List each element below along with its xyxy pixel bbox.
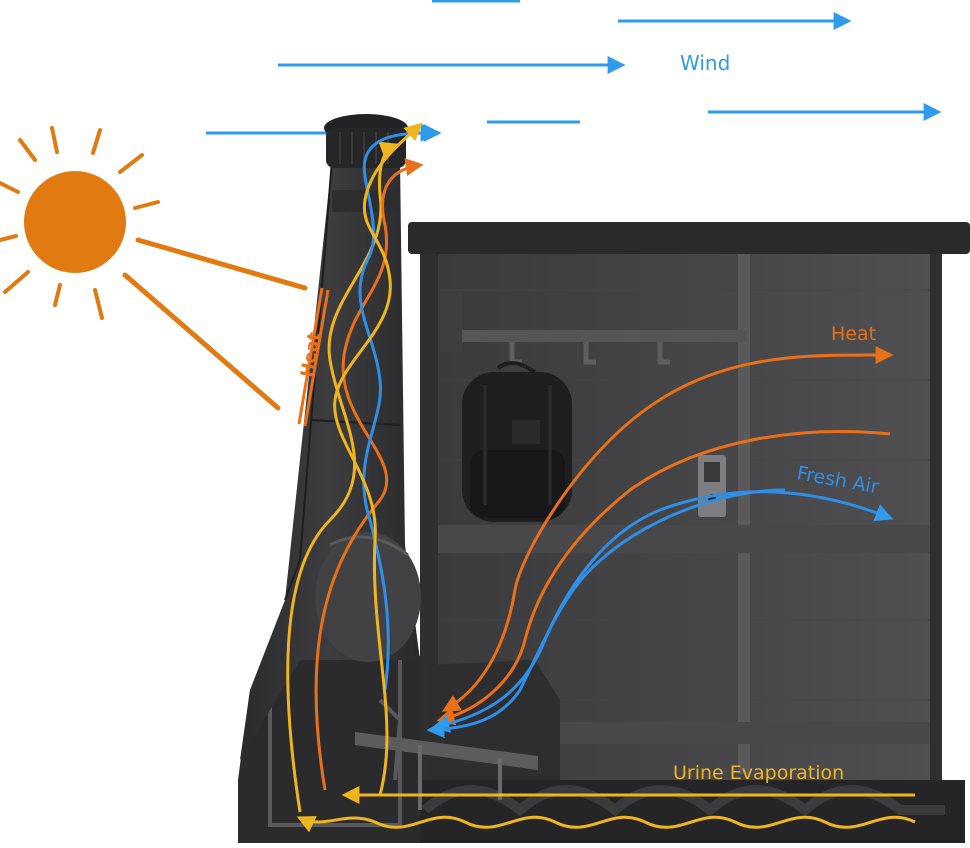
fresh-air-flow [358,123,439,691]
heat-flow [314,158,424,791]
heat-room-label: Heat [831,323,876,345]
evaporation-flow [333,122,423,796]
fresh-air-room-flow-2 [426,488,786,739]
urine-evaporation-flow [296,786,916,833]
backpack-icon [462,361,572,522]
drum-icon [315,532,421,662]
room-airflow [426,345,894,739]
wind-arrows [206,0,942,142]
shed-mid-rail [438,525,930,553]
urine-evaporation-label: Urine Evaporation [673,762,844,784]
paper-holder-icon [698,455,726,517]
heat-bar [297,287,330,427]
hook-rail [462,330,747,342]
wind-label: Wind [680,51,730,75]
shed-roof [408,222,970,254]
fresh-air-room-flow [431,490,894,733]
evaporation-flow [286,141,399,813]
chimney-airflow [286,122,439,813]
sun-icon [0,126,308,411]
shed-right-post [930,254,942,780]
